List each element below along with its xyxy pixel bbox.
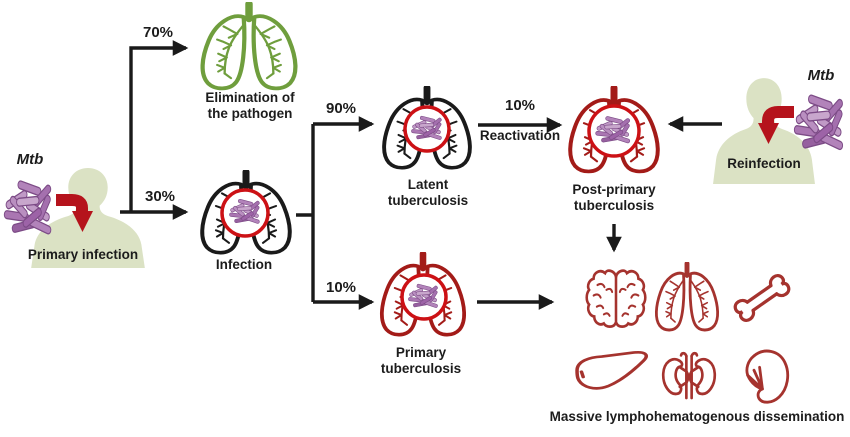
reinfection-label: Reinfection [727,156,801,171]
dissemination-label: Massive lymphohematogenous dissemination [549,409,845,424]
latent-tb-label: Latent tuberculosis [387,177,469,208]
mtb-label-left: Mtb [16,151,44,168]
bone-icon [731,271,793,325]
pct-30-label: 30% [144,188,176,205]
branch2-lines [296,124,315,302]
branch1-to-elimination-arrow [129,40,189,212]
lungs-icon [656,263,717,330]
node-post-primary-tb [570,88,658,172]
flow-connectors [120,40,722,310]
healthy-lungs-icon [203,4,296,88]
pct-10-primary-label: 10% [325,279,357,296]
infection-label: Infection [215,257,273,272]
liver-icon [575,350,648,391]
mtb-bacteria-icon [3,179,53,236]
post-primary-tb-label: Post-primary tuberculosis [572,182,656,213]
brain-icon [587,271,646,327]
reactivation-label: Reactivation [479,128,561,143]
node-infection [202,172,290,253]
spleen-icon [745,349,790,404]
dissemination-organs [575,263,793,404]
mtb-label-right: Mtb [807,67,835,84]
infection-arrow-icon [56,194,93,232]
primary-tb-label: Primary tuberculosis [380,345,462,376]
infection-focus-circle [220,188,270,238]
pct-90-label: 90% [325,100,357,117]
primary-infection-label: Primary infection [27,247,139,262]
infection-arrow-icon [758,106,794,144]
node-primary-infection [3,168,145,268]
kidneys-icon [663,353,715,398]
node-latent-tb [384,88,470,168]
node-reinfection [713,78,845,184]
node-primary-tb [382,254,464,335]
pct-10-reactivation-label: 10% [504,97,536,114]
pct-70-label: 70% [142,24,174,41]
elimination-label: Elimination of the pathogen [205,90,295,121]
